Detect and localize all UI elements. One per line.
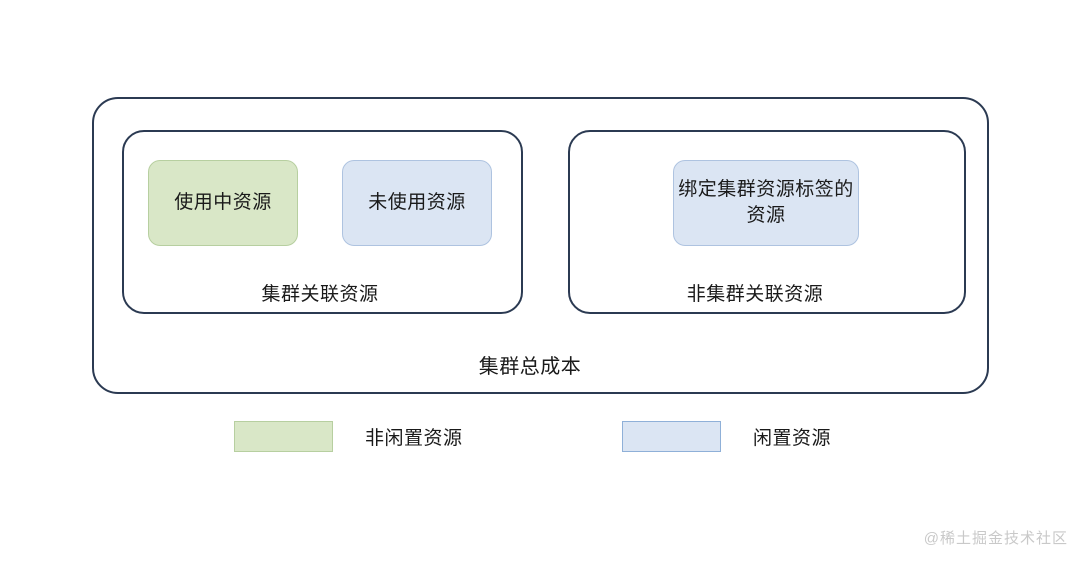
legend-label-idle: 闲置资源 [753, 428, 832, 449]
caption-non-cluster-related: 非集群关联资源 [686, 284, 824, 305]
legend-swatch-idle [622, 421, 721, 452]
chip-tag-bound-resource: 绑定集群资源标签的资源 [673, 160, 859, 246]
legend-item-non-idle: 非闲置资源 [234, 421, 463, 452]
legend-label-non-idle: 非闲置资源 [365, 428, 463, 449]
caption-cluster-related: 集群关联资源 [261, 284, 379, 305]
chip-unused-resource: 未使用资源 [342, 160, 492, 246]
legend-swatch-non-idle [234, 421, 333, 452]
caption-cluster-total-cost: 集群总成本 [478, 356, 582, 378]
legend-item-idle: 闲置资源 [622, 421, 831, 452]
chip-in-use-resource: 使用中资源 [148, 160, 298, 246]
watermark-text: @稀土掘金技术社区 [923, 530, 1068, 547]
